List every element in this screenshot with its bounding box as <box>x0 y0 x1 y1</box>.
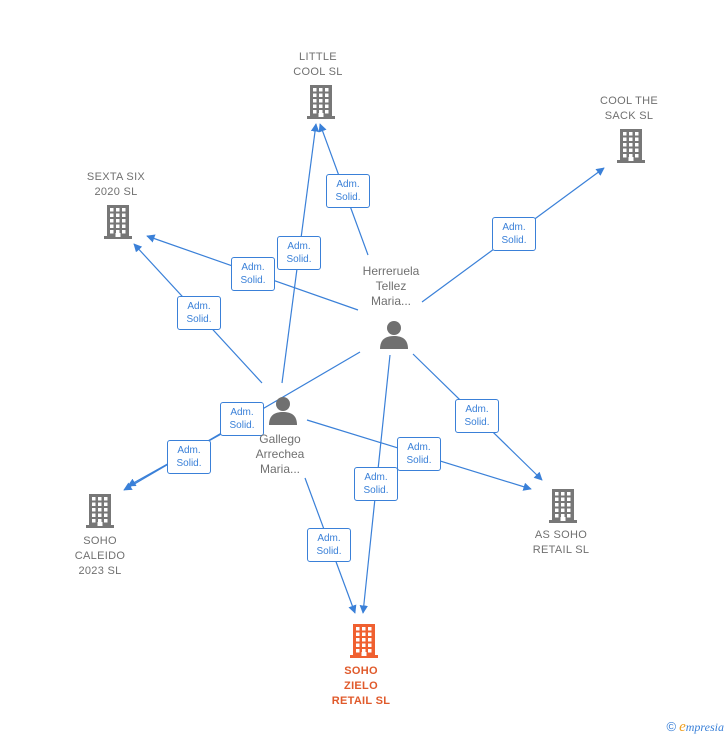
building-icon[interactable] <box>307 85 335 124</box>
edge-label-adm-solid[interactable]: Adm. Solid. <box>354 467 398 501</box>
person-icon[interactable] <box>379 319 409 354</box>
node-label-cool-the-sack[interactable]: COOL THE SACK SL <box>599 95 659 122</box>
building-icon[interactable] <box>549 489 577 528</box>
node-label-soho-caleido[interactable]: SOHO CALEIDO 2023 SL <box>74 535 126 577</box>
edge-label-adm-solid[interactable]: Adm. Solid. <box>231 257 275 291</box>
edge-label-adm-solid[interactable]: Adm. Solid. <box>167 440 211 474</box>
node-label-gallego[interactable]: Gallego Arrechea Maria... <box>255 432 305 476</box>
building-icon[interactable] <box>86 494 114 533</box>
edge-label-adm-solid[interactable]: Adm. Solid. <box>220 402 264 436</box>
edge-label-adm-solid[interactable]: Adm. Solid. <box>307 528 351 562</box>
copyright-symbol: © <box>666 719 677 734</box>
edge-label-adm-solid[interactable]: Adm. Solid. <box>492 217 536 251</box>
node-label-little-cool[interactable]: LITTLE COOL SL <box>293 51 343 78</box>
copyright: ©empresia <box>667 719 725 736</box>
node-label-sexta-six[interactable]: SEXTA SIX 2020 SL <box>86 171 146 198</box>
edge-label-adm-solid[interactable]: Adm. Solid. <box>326 174 370 208</box>
building-icon[interactable] <box>104 205 132 244</box>
edge-label-adm-solid[interactable]: Adm. Solid. <box>455 399 499 433</box>
brand-initial: e <box>679 719 686 735</box>
node-label-herreruela[interactable]: Herreruela Tellez Maria... <box>362 264 420 308</box>
building-icon[interactable] <box>350 624 378 663</box>
building-icon[interactable] <box>617 129 645 168</box>
brand-name: mpresia <box>685 720 724 734</box>
edge-label-adm-solid[interactable]: Adm. Solid. <box>277 236 321 270</box>
node-label-soho-zielo[interactable]: SOHO ZIELO RETAIL SL <box>331 665 391 707</box>
edge-label-adm-solid[interactable]: Adm. Solid. <box>177 296 221 330</box>
person-icon[interactable] <box>268 395 298 430</box>
node-label-as-soho[interactable]: AS SOHO RETAIL SL <box>532 529 590 556</box>
edge-label-adm-solid[interactable]: Adm. Solid. <box>397 437 441 471</box>
